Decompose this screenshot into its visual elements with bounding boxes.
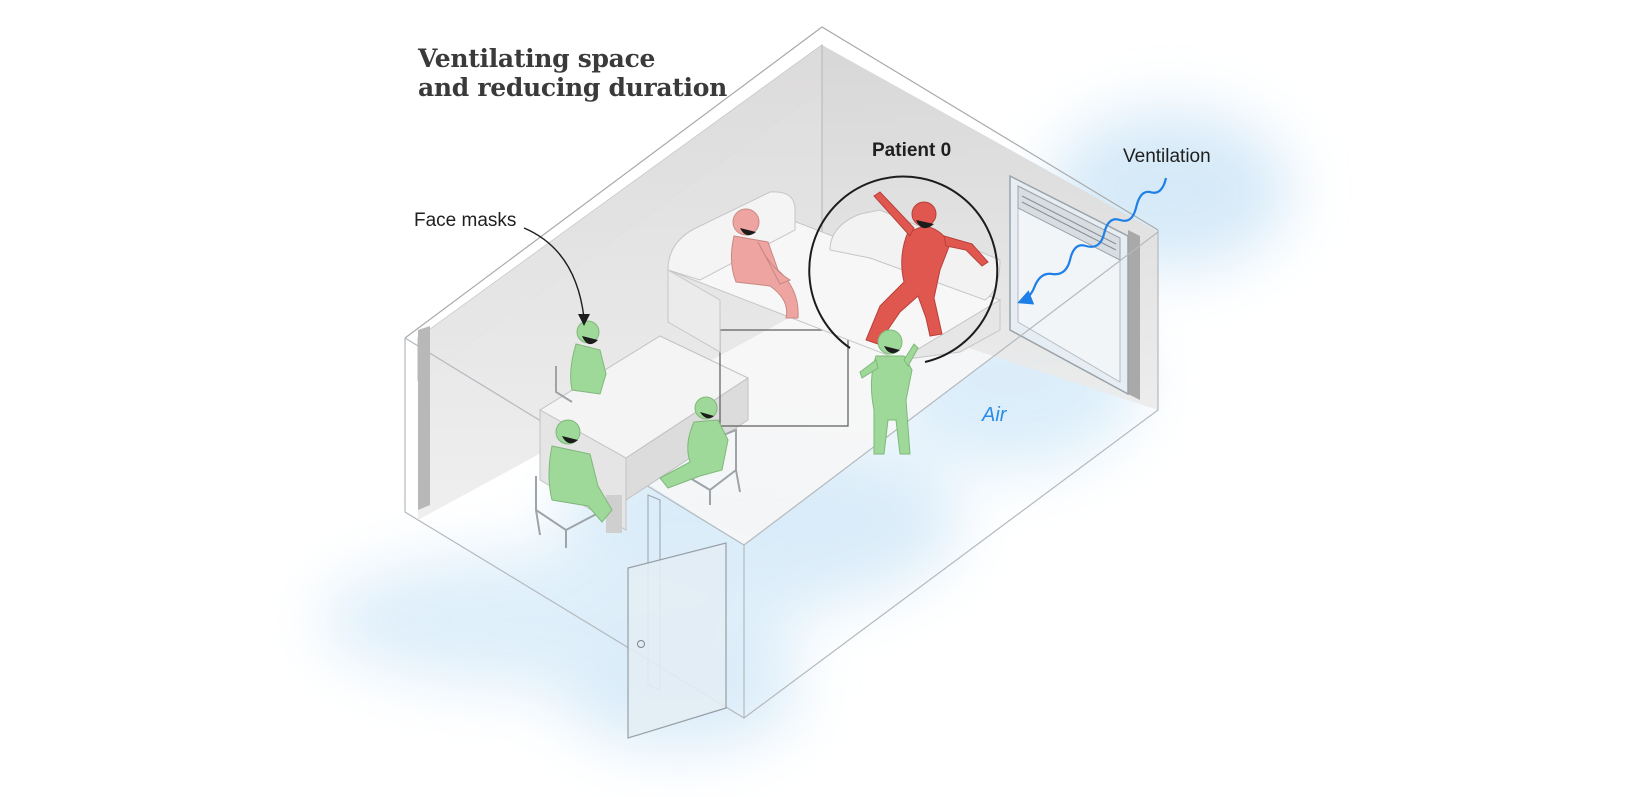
face-masks-label: Face masks xyxy=(414,210,516,232)
ventilation-label: Ventilation xyxy=(1123,146,1211,168)
patient-zero-label: Patient 0 xyxy=(872,140,951,162)
title-line-1: Ventilating space xyxy=(418,44,727,73)
page-title: Ventilating space and reducing duration xyxy=(418,44,727,102)
title-line-2: and reducing duration xyxy=(418,73,727,102)
air-label: Air xyxy=(982,404,1006,427)
